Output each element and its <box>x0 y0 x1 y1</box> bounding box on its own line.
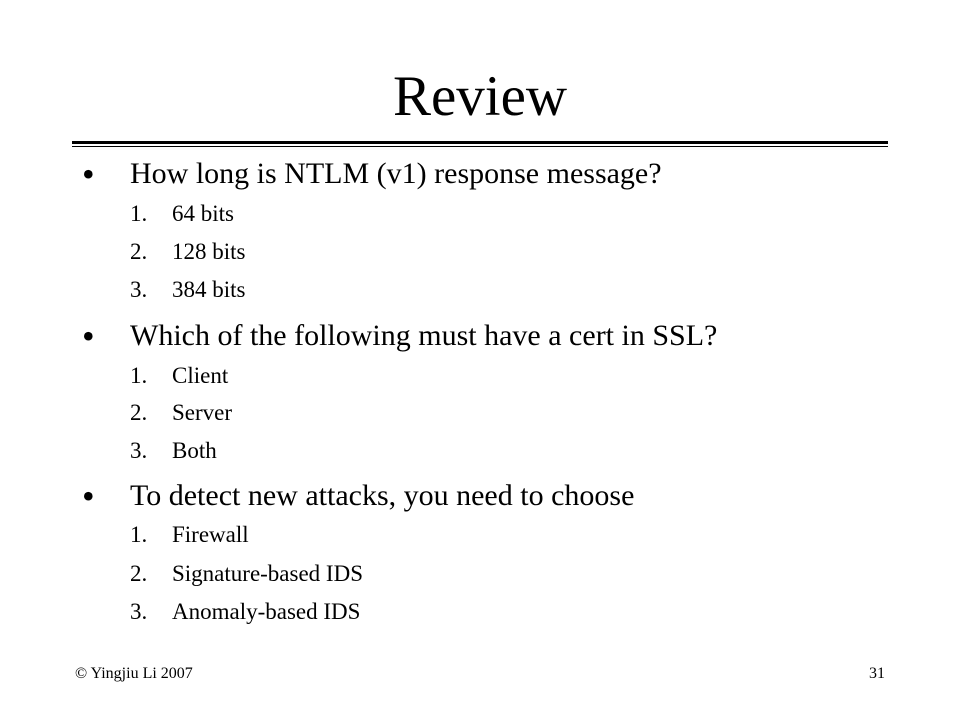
option-item: 1. 64 bits <box>130 199 234 229</box>
question-item: • Which of the following must have a cer… <box>0 316 960 356</box>
option-item: 2. Server <box>130 398 232 428</box>
option-label: 128 bits <box>172 239 246 264</box>
option-item: 3. Both <box>130 436 217 466</box>
bullet: • <box>82 154 95 194</box>
option-item: 2. 128 bits <box>130 237 245 267</box>
option-number: 2. <box>130 561 148 586</box>
question-item: • To detect new attacks, you need to cho… <box>0 476 960 516</box>
bullet: • <box>82 316 95 356</box>
question-item: • How long is NTLM (v1) response message… <box>0 154 960 194</box>
question-text: How long is NTLM (v1) response message? <box>130 157 662 190</box>
option-item: 1. Client <box>130 361 228 391</box>
bullet: • <box>82 476 95 516</box>
option-label: Client <box>172 363 229 388</box>
title-underline-thin <box>72 146 888 147</box>
option-number: 1. <box>130 201 148 226</box>
option-item: 3. 384 bits <box>130 275 245 305</box>
option-number: 1. <box>130 363 148 388</box>
copyright-footer: © Yingjiu Li 2007 <box>75 665 193 682</box>
option-label: Server <box>172 400 233 425</box>
option-label: 384 bits <box>172 277 246 302</box>
question-text: Which of the following must have a cert … <box>130 319 718 352</box>
option-label: Both <box>172 438 217 463</box>
option-number: 3. <box>130 599 148 624</box>
option-number: 2. <box>130 239 148 264</box>
option-number: 1. <box>130 522 148 547</box>
option-number: 2. <box>130 400 148 425</box>
slide-title: Review <box>392 65 568 128</box>
option-item: 3. Anomaly-based IDS <box>130 597 360 627</box>
title-underline <box>72 141 888 144</box>
option-number: 3. <box>130 277 148 302</box>
option-label: Signature-based IDS <box>172 561 363 586</box>
option-number: 3. <box>130 438 148 463</box>
option-label: 64 bits <box>172 201 234 226</box>
question-text: To detect new attacks, you need to choos… <box>130 479 635 512</box>
option-label: Anomaly-based IDS <box>172 599 361 624</box>
page-number: 31 <box>869 665 885 682</box>
option-item: 1. Firewall <box>130 520 249 550</box>
option-label: Firewall <box>172 522 249 547</box>
option-item: 2. Signature-based IDS <box>130 559 363 589</box>
